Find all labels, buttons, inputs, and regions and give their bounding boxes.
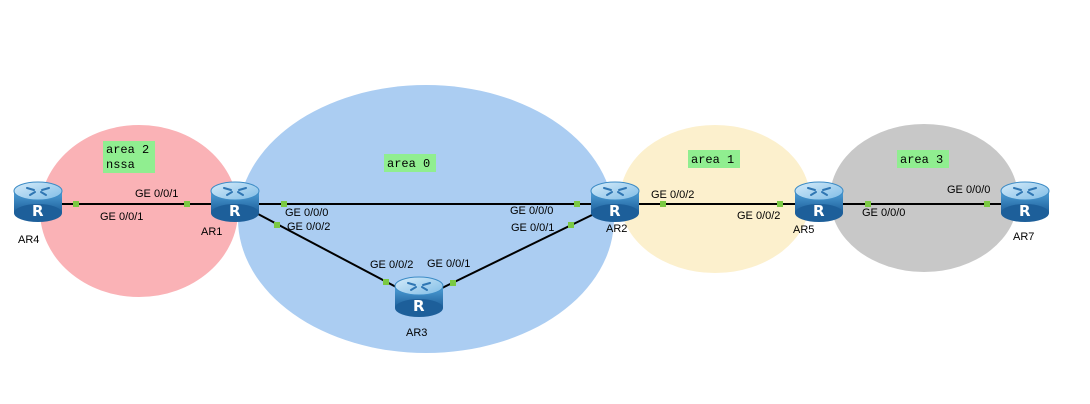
iface-label-ar3-ar2-a: GE 0/0/1 [427, 258, 470, 270]
router-ar3[interactable]: R AR3 [394, 276, 444, 339]
port-ar7-g000 [984, 201, 990, 207]
area-2-region [40, 125, 238, 297]
router-ar7-label: AR7 [1013, 231, 1034, 243]
router-ar2-letter: R [609, 202, 621, 220]
area-0-region [238, 85, 614, 353]
router-ar1-letter: R [229, 202, 241, 220]
router-ar5[interactable]: R AR5 [793, 181, 844, 236]
port-ar1-g002 [274, 222, 280, 228]
port-ar4-g001 [73, 201, 79, 207]
router-ar4-label: AR4 [18, 234, 39, 246]
area-3-region [830, 124, 1018, 272]
router-ar7-letter: R [1019, 202, 1031, 220]
port-ar2-g000 [574, 201, 580, 207]
router-ar2[interactable]: R AR2 [590, 181, 640, 235]
iface-label-ar1-ar3-b: GE 0/0/2 [370, 259, 413, 271]
iface-label-ar2-ar5-b: GE 0/0/2 [737, 210, 780, 222]
iface-label-ar4-ar1-a: GE 0/0/1 [135, 188, 178, 200]
iface-label-ar3-ar2-b: GE 0/0/1 [511, 222, 554, 234]
link-ar1-ar3 [257, 213, 399, 289]
port-ar1-g000 [281, 201, 287, 207]
port-ar5-g000 [865, 201, 871, 207]
port-ar2-g001 [568, 222, 574, 228]
router-ar4[interactable]: R AR4 [13, 181, 63, 246]
router-ar5-letter: R [813, 202, 825, 220]
port-ar3-g001 [450, 280, 456, 286]
router-ar3-letter: R [413, 297, 425, 315]
area-1-label-text: area 1 [691, 153, 734, 167]
area-2-label-line2: nssa [106, 158, 135, 172]
area-3-label: area 3 [897, 150, 949, 168]
port-ar5-g002 [777, 201, 783, 207]
router-ar2-label: AR2 [606, 223, 627, 235]
area-0-label: area 0 [384, 154, 436, 172]
port-ar1-g001 [184, 201, 190, 207]
router-ar5-label: AR5 [793, 224, 814, 236]
area-1-label: area 1 [688, 150, 740, 168]
area-0-label-text: area 0 [387, 157, 430, 171]
area-2-label: area 2 nssa [103, 141, 155, 173]
router-ar1[interactable]: R AR1 [201, 181, 260, 238]
router-ar1-label: AR1 [201, 226, 222, 238]
area-3-label-text: area 3 [900, 153, 943, 167]
router-ar3-label: AR3 [406, 327, 427, 339]
area-1-region [620, 125, 810, 273]
port-ar3-g002 [383, 279, 389, 285]
iface-label-ar4-ar1-b: GE 0/0/1 [100, 211, 143, 223]
iface-label-ar5-ar7-b: GE 0/0/0 [862, 207, 905, 219]
router-ar4-letter: R [32, 202, 44, 220]
iface-label-ar5-ar7-a: GE 0/0/0 [947, 184, 990, 196]
area-2-label-line1: area 2 [106, 143, 149, 157]
iface-label-ar1-ar3-a: GE 0/0/2 [287, 221, 330, 233]
iface-label-ar2-ar5-a: GE 0/0/2 [651, 189, 694, 201]
iface-label-ar1-ar2-b: GE 0/0/0 [510, 205, 553, 217]
iface-label-ar1-ar2-a: GE 0/0/0 [285, 207, 328, 219]
router-ar7[interactable]: R AR7 [1000, 181, 1050, 243]
port-ar2-g002 [660, 201, 666, 207]
